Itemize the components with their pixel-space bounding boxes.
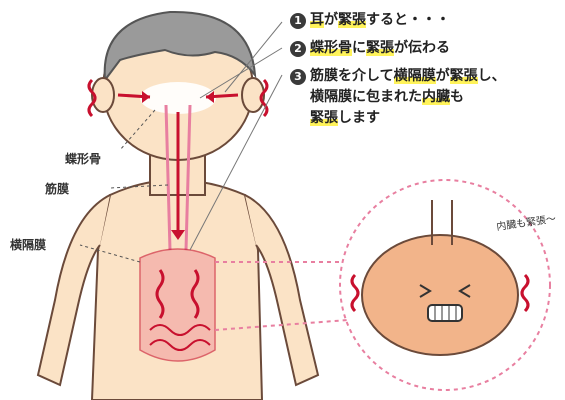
step-number: 1 <box>290 13 306 29</box>
step-list: 1 耳が緊張すると・・・ 2 蝶形骨に緊張が伝わる 3 筋膜を介して横隔膜が緊張… <box>290 10 562 129</box>
step-number: 2 <box>290 41 306 57</box>
sphenoid-glow <box>140 82 216 114</box>
step-1: 1 耳が緊張すると・・・ <box>290 10 562 31</box>
organ-face-mouth <box>428 305 462 321</box>
step-3: 3 筋膜を介して横隔膜が緊張し、 横隔膜に包まれた内臓も 緊張します <box>290 66 562 129</box>
step-number: 3 <box>290 69 306 85</box>
label-fascia: 筋膜 <box>45 180 69 197</box>
step-2: 2 蝶形骨に緊張が伝わる <box>290 38 562 59</box>
label-diaphragm: 横隔膜 <box>10 236 46 253</box>
organ-closeup <box>362 235 518 355</box>
label-sphenoid: 蝶形骨 <box>65 150 101 167</box>
